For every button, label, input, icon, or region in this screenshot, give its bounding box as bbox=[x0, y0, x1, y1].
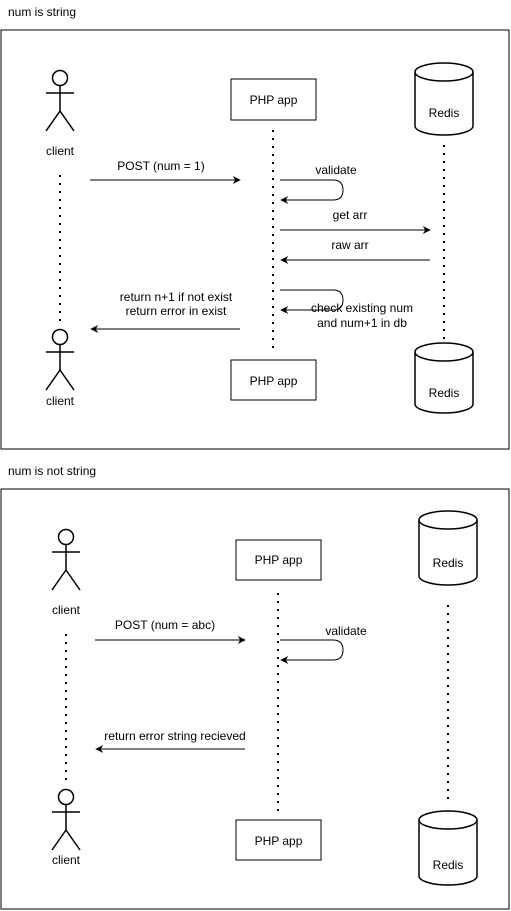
actor-icon bbox=[51, 528, 81, 591]
php-app-label: PHP app bbox=[255, 553, 303, 567]
actor-icon bbox=[45, 328, 75, 391]
php-app-label: PHP app bbox=[255, 834, 303, 848]
return-message-line2: return error in exist bbox=[126, 304, 227, 318]
return-message: return error string recieved bbox=[104, 729, 245, 743]
validate-message: validate bbox=[325, 624, 367, 638]
redis-label: Redis bbox=[429, 106, 460, 120]
scenario-title: num is string bbox=[8, 5, 76, 19]
actor-label: client bbox=[52, 853, 81, 867]
check-self-arrow bbox=[280, 289, 344, 314]
redis-label: Redis bbox=[433, 858, 464, 872]
scenario-frame bbox=[0, 29, 510, 450]
php-app-box bbox=[230, 359, 317, 401]
validate-self-arrow bbox=[280, 179, 344, 204]
redis-cylinder-icon bbox=[414, 342, 474, 414]
php-app-box bbox=[235, 819, 322, 861]
redis-cylinder-icon bbox=[418, 510, 478, 586]
scenario-frame bbox=[0, 488, 510, 910]
php-app-label: PHP app bbox=[250, 374, 298, 388]
actor-icon bbox=[45, 69, 75, 132]
redis-label: Redis bbox=[433, 556, 464, 570]
return-message-line1: return n+1 if not exist bbox=[120, 290, 233, 304]
php-app-box bbox=[235, 539, 322, 581]
scenario-title: num is not string bbox=[8, 464, 96, 478]
post-message: POST (num = abc) bbox=[115, 618, 215, 632]
validate-message: validate bbox=[315, 163, 357, 177]
raw-arr-message: raw arr bbox=[331, 238, 368, 252]
php-app-box bbox=[230, 78, 317, 121]
validate-self-arrow bbox=[280, 639, 344, 664]
redis-cylinder-icon bbox=[414, 62, 474, 136]
actor-icon bbox=[51, 788, 81, 851]
php-app-label: PHP app bbox=[250, 93, 298, 107]
post-message: POST (num = 1) bbox=[117, 159, 204, 173]
check-message-line2: and num+1 in db bbox=[317, 316, 407, 330]
actor-label: client bbox=[46, 144, 75, 158]
check-message-line1: check existing num bbox=[311, 301, 413, 315]
actor-label: client bbox=[52, 603, 81, 617]
redis-cylinder-icon bbox=[418, 810, 478, 886]
redis-label: Redis bbox=[429, 386, 460, 400]
actor-label: client bbox=[46, 394, 75, 408]
get-arr-message: get arr bbox=[333, 208, 368, 222]
